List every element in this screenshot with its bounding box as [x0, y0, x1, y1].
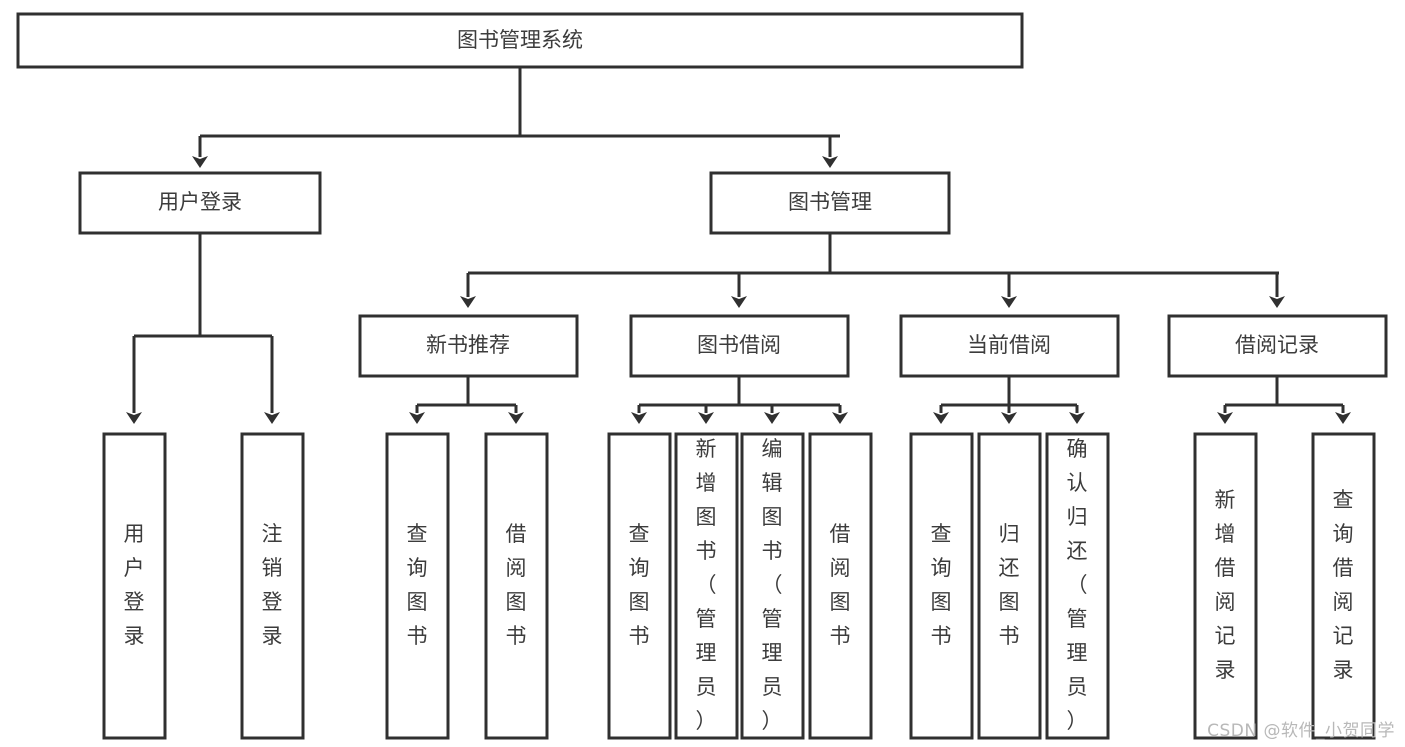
node-new-book-recommend[interactable]: 新书推荐	[358, 314, 579, 378]
node-book-borrow[interactable]: 图书借阅	[629, 314, 850, 378]
leaf-query-record-label: 查询借阅记录	[1333, 488, 1354, 682]
leaf-confirm-return-label: 确认归还（管理员）	[1067, 437, 1088, 733]
node-current-borrow-label: 当前借阅	[967, 333, 1051, 357]
node-user-login-label: 用户登录	[158, 190, 242, 214]
node-book-manage[interactable]: 图书管理	[709, 171, 951, 235]
leaf-borrow-book-1[interactable]: 借阅图书	[484, 432, 549, 740]
connector-userlogin-to-leaves	[126, 233, 280, 424]
leaf-query-book-1[interactable]: 查询图书	[385, 432, 450, 740]
leaf-return-book[interactable]: 归还图书	[977, 432, 1042, 740]
leaf-logout-login-label: 注销登录	[262, 522, 283, 648]
leaf-borrow-book-1-label: 借阅图书	[506, 522, 527, 648]
leaf-return-book-label: 归还图书	[999, 522, 1020, 648]
leaf-query-record[interactable]: 查询借阅记录	[1311, 432, 1376, 740]
leaf-add-book-label: 新增图书（管理员）	[696, 437, 717, 733]
leaf-borrow-book-2-label: 借阅图书	[830, 522, 851, 648]
leaf-query-book-2-label: 查询图书	[629, 522, 650, 648]
leaf-add-record-label: 新增借阅记录	[1215, 488, 1236, 682]
node-user-login[interactable]: 用户登录	[78, 171, 322, 235]
node-current-borrow[interactable]: 当前借阅	[899, 314, 1120, 378]
node-root[interactable]: 图书管理系统	[16, 12, 1024, 69]
leaf-user-login[interactable]: 用户登录	[102, 432, 167, 740]
connector-bookmanage-to-level3	[460, 233, 1285, 308]
leaf-query-book-1-label: 查询图书	[407, 522, 428, 648]
connector-currentborrow-to-leaves	[933, 376, 1085, 424]
csdn-watermark: CSDN @软件_小贺同学	[1207, 721, 1395, 741]
node-borrow-record-label: 借阅记录	[1235, 333, 1319, 357]
leaf-query-book-3-label: 查询图书	[931, 522, 952, 648]
node-new-book-recommend-label: 新书推荐	[426, 333, 510, 357]
connector-root-to-level2	[192, 67, 840, 168]
leaf-borrow-book-2[interactable]: 借阅图书	[808, 432, 873, 740]
leaf-add-record[interactable]: 新增借阅记录	[1193, 432, 1258, 740]
leaf-edit-book[interactable]: 编辑图书（管理员）	[740, 432, 805, 740]
leaf-user-login-label: 用户登录	[124, 522, 145, 648]
leaf-add-book[interactable]: 新增图书（管理员）	[674, 432, 739, 740]
node-book-borrow-label: 图书借阅	[697, 333, 781, 357]
leaf-edit-book-label: 编辑图书（管理员）	[762, 437, 783, 733]
connector-bookborrow-to-leaves	[631, 376, 848, 424]
connector-newbook-to-leaves	[409, 376, 524, 424]
node-borrow-record[interactable]: 借阅记录	[1167, 314, 1388, 378]
leaf-confirm-return[interactable]: 确认归还（管理员）	[1045, 432, 1110, 740]
node-book-manage-label: 图书管理	[788, 190, 872, 214]
node-root-label: 图书管理系统	[457, 28, 583, 52]
connector-borrowrecord-to-leaves	[1217, 376, 1351, 424]
leaf-query-book-2[interactable]: 查询图书	[607, 432, 672, 740]
leaf-query-book-3[interactable]: 查询图书	[909, 432, 974, 740]
leaf-logout-login[interactable]: 注销登录	[240, 432, 305, 740]
